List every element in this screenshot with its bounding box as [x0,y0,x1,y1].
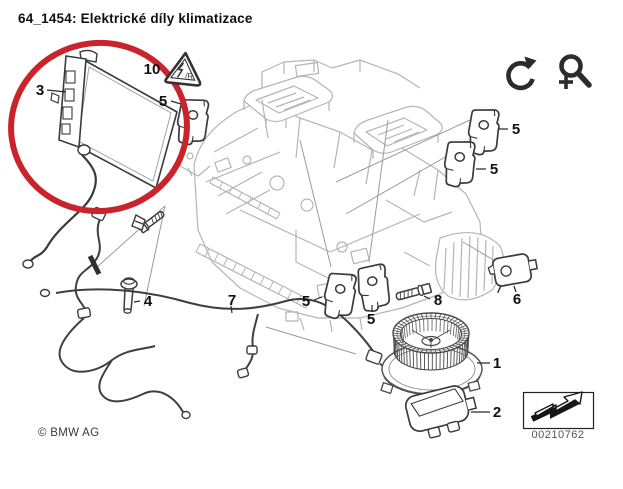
actuator-6-art [487,253,539,294]
zoom-in-magnifier-icon [559,54,592,89]
callout-part-8[interactable]: 8 [434,292,442,309]
callout-part-5-top-left[interactable]: 5 [159,93,167,110]
stamp-number: 00210762 [532,429,585,441]
callout-part-4[interactable]: 4 [144,293,153,310]
copyright-text: © BMW AG [38,427,99,439]
svg-text:/R: /R [185,71,194,81]
diagram-toolbar [499,52,595,100]
hvac-housing-art [179,59,505,333]
callout-part-3[interactable]: 3 [36,82,44,99]
callout-part-2[interactable]: 2 [493,404,501,421]
highlight-circle [8,39,190,215]
blower-controller-art [404,385,478,439]
circled-part-art [22,49,178,269]
zoom-in-button[interactable] [551,52,595,100]
warning-triangle-icon: /R [164,51,202,87]
callout-part-7[interactable]: 7 [228,292,236,309]
callout-part-1[interactable]: 1 [493,355,501,372]
refresh-button[interactable] [499,52,543,100]
stamp-arrow-icon [530,398,581,422]
bolt-8-art [395,282,433,301]
leader-lines [46,89,517,413]
callout-part-5-right-1[interactable]: 5 [512,121,520,138]
callout-part-5-center-1[interactable]: 5 [302,293,310,310]
refresh-icon [506,56,537,90]
page-title: 64_1454: Elektrické díly klimatizace [18,11,253,26]
callout-part-5-center-2[interactable]: 5 [367,311,375,328]
wiring-harness-art [39,206,411,420]
callout-warning-10[interactable]: 10 [144,61,161,78]
blower-motor-art [380,312,483,396]
indicator-lines [95,119,498,355]
sensor-and-screw-art [120,210,165,314]
callout-part-6[interactable]: 6 [513,291,521,308]
diagram-stamp: 00210762 [522,391,595,441]
stamp-arrow-outline [534,391,583,417]
callouts: 3 10 5 5 5 4 7 5 5 8 6 1 2 [36,61,521,421]
callout-part-5-right-2[interactable]: 5 [490,161,498,178]
